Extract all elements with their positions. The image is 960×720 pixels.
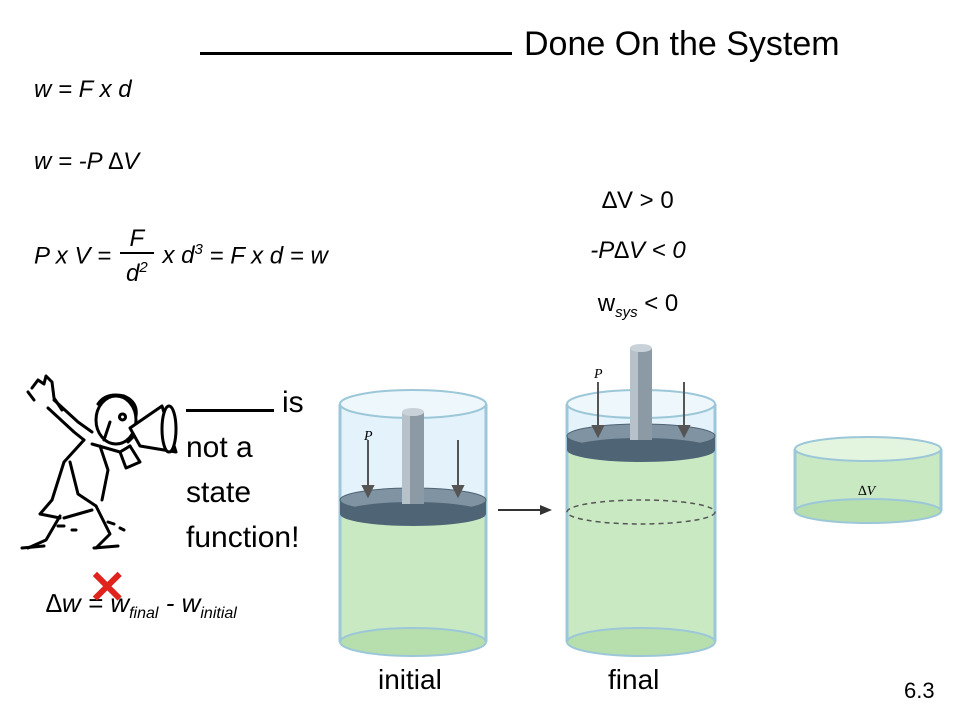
pv-prefix: P x V = [34,242,112,270]
note-blank [186,385,274,412]
pv-denominator: d2 [125,259,148,287]
initial-cylinder [338,389,488,657]
equation-work-pressure: w = -P ∆V [34,148,140,175]
pv-fraction: F d2 [119,226,154,288]
condition-pdv: -P∆V < 0 [590,237,686,264]
delta-w-equation: ∆w = wfinal - winitial [46,588,237,623]
pv-numerator: F [119,226,154,254]
page-number: 6.3 [904,678,935,703]
x-mark-icon: ✕ [88,561,127,613]
slide-title: Done On the System [200,22,840,64]
condition-delta-v: ∆V > 0 [602,187,674,214]
pressure-label-initial: P [363,429,373,444]
right-arrow-icon [498,505,552,515]
delta-v-label: ∆V [858,484,877,499]
title-text: Done On the System [524,25,840,63]
state-function-note: is not a state function! [186,385,304,554]
caption-initial: initial [378,664,442,695]
pv-suffix: = F x d = w [209,242,328,270]
equation-pv: P x V = F d2 x d3 = F x d = w [34,226,328,288]
pv-middle: x d3 [162,241,203,270]
title-blank [200,22,512,55]
final-cylinder [565,344,717,657]
caption-final: final [608,664,660,695]
equation-work-force: w = F x d [34,76,132,103]
pressure-label-final: P [593,367,603,382]
delta-v-slice [793,436,943,524]
condition-wsys: wsys < 0 [597,290,679,321]
man-with-megaphone-icon [20,374,178,550]
